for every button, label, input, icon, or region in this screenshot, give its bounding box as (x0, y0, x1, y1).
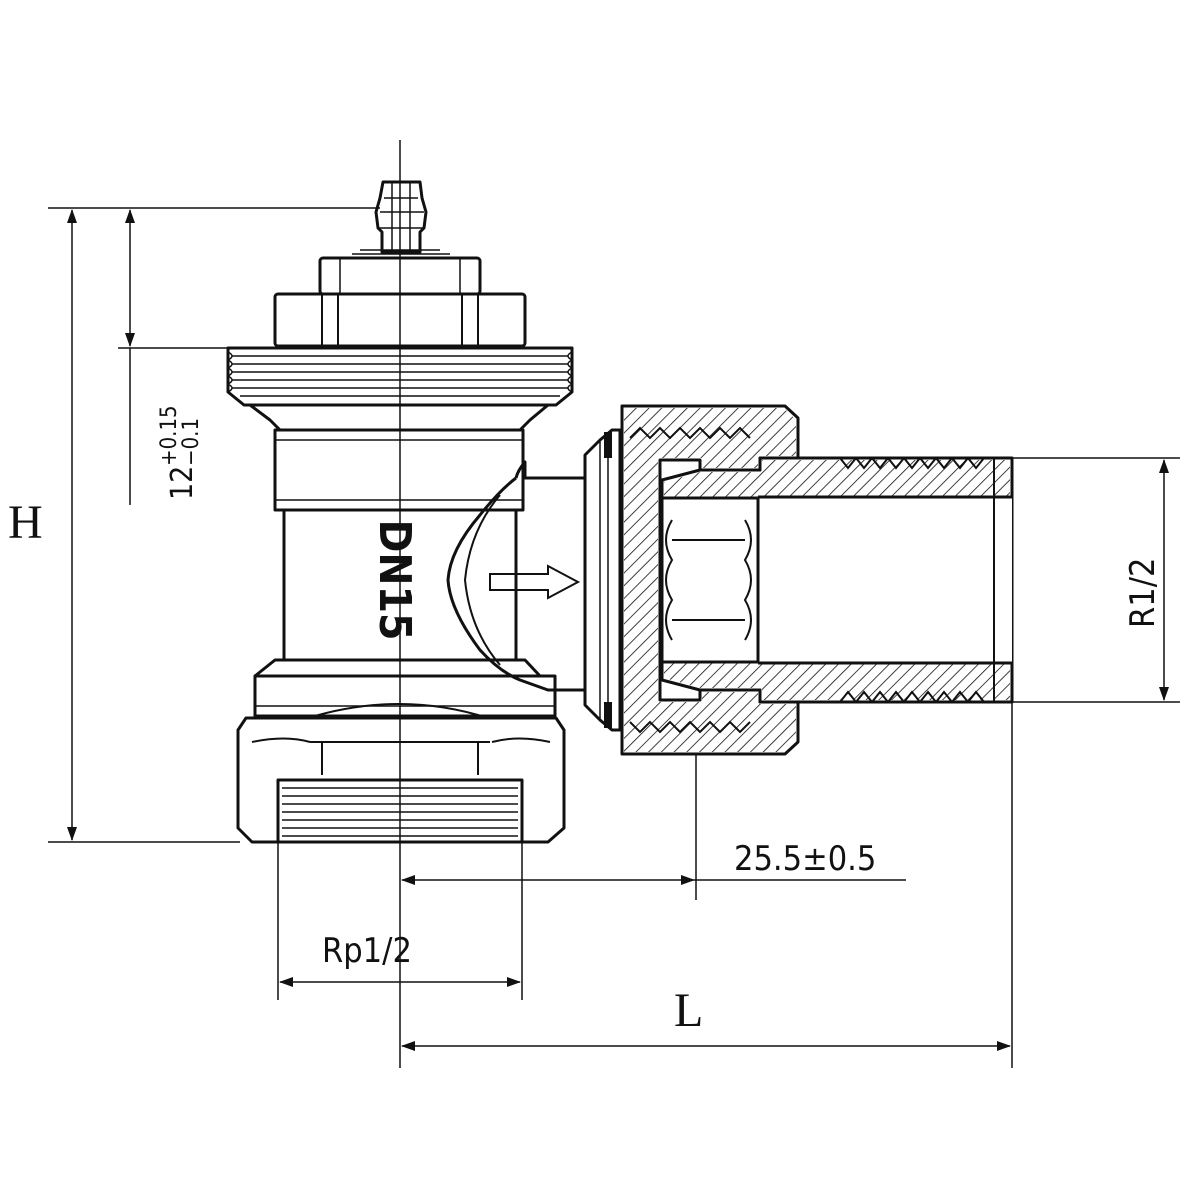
stem-tol-lower: −0.1 (179, 418, 204, 466)
stem-tol-upper: +0.15 (157, 405, 182, 466)
stem-height-label: 12 +0.15 −0.1 (157, 405, 204, 500)
dimension-lines (48, 207, 1180, 1068)
insert-offset-label: 25.5±0.5 (734, 839, 876, 879)
lower-body (253, 658, 557, 718)
valve-body: DN15 (226, 180, 585, 844)
stem-height-base: 12 (165, 466, 200, 500)
tailpiece-section (583, 404, 1014, 756)
upper-body (273, 428, 525, 512)
inlet-thread-label: Rp1/2 (322, 931, 412, 971)
body-marking: DN15 (369, 519, 420, 640)
bonnet-collar (248, 403, 550, 432)
valve-stem (374, 180, 428, 254)
coupling-nut (236, 703, 566, 844)
length-label: L (674, 984, 703, 1037)
outlet-thread-label: R1/2 (1123, 558, 1163, 628)
outlet-elbow (446, 460, 585, 692)
flow-arrow-icon (489, 564, 581, 600)
height-label: H (8, 496, 43, 549)
